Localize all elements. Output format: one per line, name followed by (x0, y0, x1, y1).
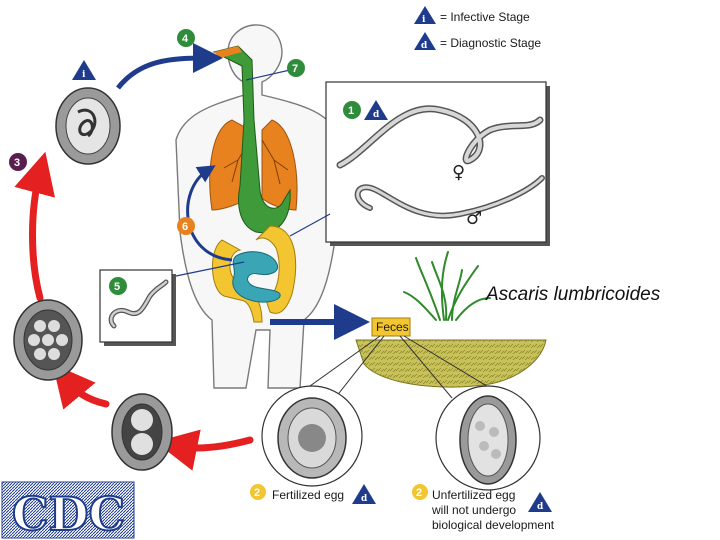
svg-text:i: i (422, 15, 426, 25)
two-cell-egg (111, 393, 173, 471)
svg-text:d: d (373, 110, 380, 120)
svg-text:will not undergo: will not undergo (431, 503, 516, 517)
legend: i = Infective Stage d = Diagnostic Stage (414, 6, 541, 51)
female-symbol: ♀ (452, 162, 465, 183)
svg-text:d: d (361, 494, 368, 504)
fertilized-egg-caption: 2 Fertilized egg d (250, 484, 376, 504)
svg-text:Feces: Feces (376, 320, 409, 334)
multicell-egg (13, 299, 83, 381)
infective-stage-icon: i (72, 60, 96, 80)
unfertilized-egg-large (435, 385, 541, 491)
infective-legend-icon: i (414, 6, 436, 25)
fertilized-egg-large (261, 385, 363, 487)
diagram-title: Ascaris lumbricoides (486, 284, 661, 305)
cdc-logo: CDC (1, 481, 135, 540)
svg-text:6: 6 (182, 221, 188, 233)
svg-text:5: 5 (114, 281, 120, 293)
svg-text:biological development: biological development (432, 518, 555, 532)
svg-text:7: 7 (292, 63, 298, 75)
unfertilized-egg-caption: 2 Unfertilized egg will not undergo biol… (412, 484, 555, 532)
diagnostic-stage-icon-1: d (364, 100, 388, 120)
stage-6-marker: 6 (177, 217, 195, 235)
ingestion-arrow (116, 43, 223, 90)
stage-4-marker: 4 (177, 29, 195, 47)
svg-text:1: 1 (348, 105, 354, 117)
diagnostic-legend-label: = Diagnostic Stage (440, 36, 541, 50)
male-symbol: ♂ (466, 208, 482, 229)
svg-text:i: i (82, 70, 86, 80)
svg-text:d: d (421, 41, 428, 51)
infective-legend-label: = Infective Stage (440, 10, 530, 24)
stage-5-marker: 5 (109, 277, 127, 295)
grass (403, 251, 491, 321)
svg-text:Unfertilized egg: Unfertilized egg (432, 488, 515, 502)
development-cycle-arrows (14, 151, 254, 471)
diagnostic-legend-icon: d (414, 32, 436, 51)
stage-1-marker: 1 (343, 101, 361, 119)
svg-text:2: 2 (254, 487, 260, 499)
svg-text:d: d (537, 502, 544, 512)
svg-text:3: 3 (14, 157, 20, 169)
leader-lines (175, 69, 331, 277)
svg-text:Fertilized egg: Fertilized egg (272, 488, 344, 502)
svg-text:CDC: CDC (12, 487, 125, 540)
svg-text:2: 2 (416, 487, 422, 499)
soil (355, 339, 547, 388)
svg-text:4: 4 (182, 33, 189, 45)
stage-7-marker: 7 (287, 59, 305, 77)
infective-embryonated-egg: i (55, 60, 121, 165)
larva-panel: 5 (99, 269, 176, 346)
stage-3-marker: 3 (9, 153, 27, 171)
adult-worms-panel: ♀ ♂ 1 d (325, 81, 550, 246)
feces-label-box: Feces (371, 317, 411, 337)
